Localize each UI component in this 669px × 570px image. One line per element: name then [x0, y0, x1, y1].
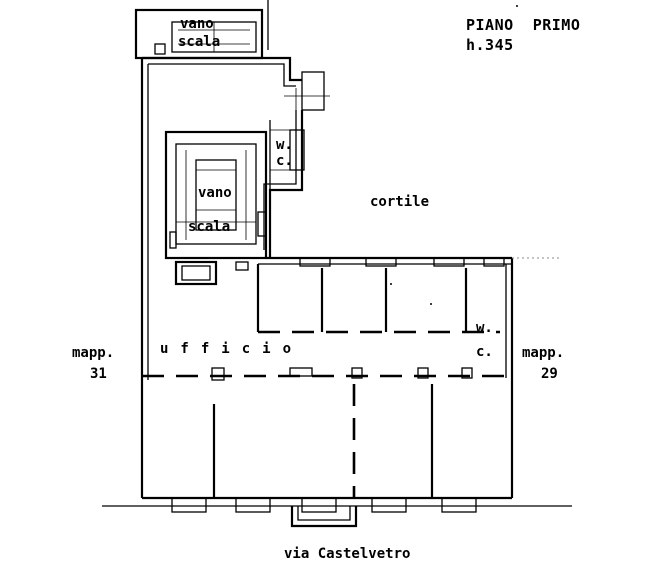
label-courtyard: cortile	[370, 194, 429, 210]
stair-block-mid	[164, 130, 268, 260]
label-stair-top-2: scala	[178, 34, 220, 50]
label-stair-top-1: vano	[180, 16, 214, 32]
label-neighbor-left-1: mapp.	[72, 345, 114, 361]
label-wc-top-1: w.	[276, 137, 293, 153]
left-wing-walls	[140, 56, 330, 498]
landing-box	[174, 260, 249, 286]
wc-top	[269, 120, 305, 190]
label-neighbor-right-1: mapp.	[522, 345, 564, 361]
office-upper-walls	[256, 256, 512, 334]
street-facade	[102, 496, 572, 528]
label-stair-mid-1: vano	[198, 185, 232, 201]
office-corridor-wall	[142, 367, 506, 381]
label-neighbor-right-2: 29	[541, 366, 558, 382]
label-street: via Castelvetro	[284, 546, 410, 562]
label-wc-top-2: c.	[276, 153, 293, 169]
label-stair-mid-2: scala	[188, 219, 230, 235]
label-office: ufficio	[160, 341, 303, 357]
label-wc-right-1: w.	[476, 320, 493, 336]
office-lower-walls	[212, 384, 434, 498]
floor-height: h.345	[466, 36, 514, 54]
right-wing-walls	[505, 257, 560, 498]
floor-title: PIANO PRIMO	[466, 16, 580, 34]
label-neighbor-left-2: 31	[90, 366, 107, 382]
label-wc-right-2: c.	[476, 344, 493, 360]
